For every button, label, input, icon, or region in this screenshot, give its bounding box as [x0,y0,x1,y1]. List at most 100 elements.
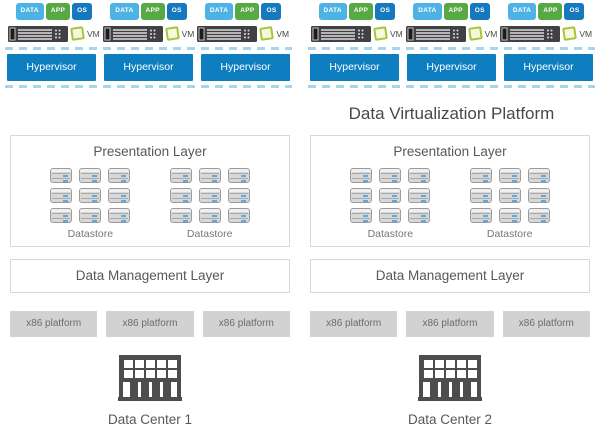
datastore-icon [408,167,431,183]
datastore-icon [408,187,431,203]
hypervisor-box: Hypervisor [7,53,96,81]
vm-box-icon [562,26,578,41]
datastore-icon [108,167,131,183]
vm-box-icon [259,26,275,41]
datastore-icon [469,187,492,203]
x86-platform-box: x86 platform [202,310,290,337]
datacenter-1-column: Presentation Layer Datastore Datastore [10,134,290,427]
vm-label: VM [181,28,195,39]
datastore-icon [379,187,402,203]
datastore-icon [527,187,550,203]
datastore-icon [350,167,373,183]
vm-box-icon [467,26,483,41]
datastore-icon [498,187,521,203]
data-management-layer: Data Management Layer [10,258,290,293]
hypervisor-box: Hypervisor [504,53,593,81]
vm-unit: DATA APP OS [102,3,195,42]
datastore-label: Datastore [367,227,414,240]
datacenter-2-column: Presentation Layer Datastore Datastore [310,134,590,427]
rack-server-icon [102,25,163,42]
data-badge: DATA [413,3,442,20]
os-badge: OS [166,3,187,20]
os-badge: OS [72,3,93,20]
app-badge: APP [45,3,71,20]
vm-badges: DATA APP OS [413,3,490,20]
datastore-icon [350,187,373,203]
vm-row: DATA APP OS [308,3,595,42]
vm-group-left: DATA APP OS [5,3,292,88]
x86-platform-box: x86 platform [502,310,590,337]
x86-platform-row: x86 platform x86 platform x86 platform [310,310,590,337]
vm-label: VM [276,28,290,39]
presentation-layer-title: Presentation Layer [393,143,507,159]
datastore-icon [50,207,73,223]
x86-platform-box: x86 platform [406,310,494,337]
vm-unit: DATA APP OS [197,3,289,42]
datastore-icon [169,167,192,183]
presentation-layer: Presentation Layer Datastore Datastore [10,134,290,247]
hypervisor-box: Hypervisor [310,53,399,81]
datastore-label: Datastore [186,227,233,240]
datastore-icon [227,167,250,183]
vm-badges: DATA APP OS [507,3,585,20]
datastore-label: Datastore [67,227,114,240]
vm-unit: DATA APP OS [500,3,592,42]
title-spacer [5,104,292,128]
os-badge: OS [469,3,490,20]
page-title: Data Virtualization Platform [348,103,555,123]
datastore-grid [50,167,131,223]
vm-row: DATA APP OS [5,3,292,42]
rack-server-icon [7,25,68,42]
datastore-icon [169,207,192,223]
datacenter-building-icon [118,354,182,403]
datastore-icon [50,167,73,183]
vm-unit: DATA APP OS [310,3,403,42]
data-badge: DATA [318,3,347,20]
x86-platform-box: x86 platform [10,310,98,337]
datastore-icon [198,207,221,223]
app-badge: APP [348,3,374,20]
vm-box-icon [164,26,180,41]
datastore-icon [79,207,102,223]
app-badge: APP [140,3,165,20]
datastore-icon [108,207,131,223]
data-badge: DATA [15,3,44,20]
datastore-grid [350,167,431,223]
datastore-icon [79,167,102,183]
vm-badges: DATA APP OS [110,3,187,20]
datastore-icon [50,187,73,203]
os-badge: OS [375,3,396,20]
vm-box-icon [373,26,388,41]
datastore-groups: Datastore Datastore [11,167,289,240]
datastore-icon [198,187,221,203]
datastore-groups: Datastore Datastore [311,167,589,240]
vm-label: VM [389,28,403,39]
rack-server-icon [197,25,258,42]
datastore-icon [527,167,550,183]
app-badge: APP [235,3,260,20]
server-row: VM [102,25,195,42]
vm-group-right: DATA APP OS [308,3,595,88]
datastore-group: Datastore [350,167,431,240]
vm-badges: DATA APP OS [15,3,93,20]
vm-box-icon [70,26,85,41]
datastore-icon [108,187,131,203]
vm-label: VM [86,28,100,39]
vm-band: DATA APP OS [0,0,600,88]
vm-unit: DATA APP OS [405,3,497,42]
datastore-icon [379,167,402,183]
server-row: VM [500,25,592,42]
datastore-grid [169,167,250,223]
datastore-icon [498,167,521,183]
data-badge: DATA [204,3,234,20]
data-management-layer: Data Management Layer [310,258,590,293]
datastore-icon [350,207,373,223]
x86-platform-row: x86 platform x86 platform x86 platform [10,310,290,337]
app-badge: APP [538,3,563,20]
rack-server-icon [310,25,371,42]
presentation-layer-title: Presentation Layer [93,143,207,159]
x86-platform-box: x86 platform [106,310,194,337]
datacenter-label: Data Center 1 [107,411,193,427]
